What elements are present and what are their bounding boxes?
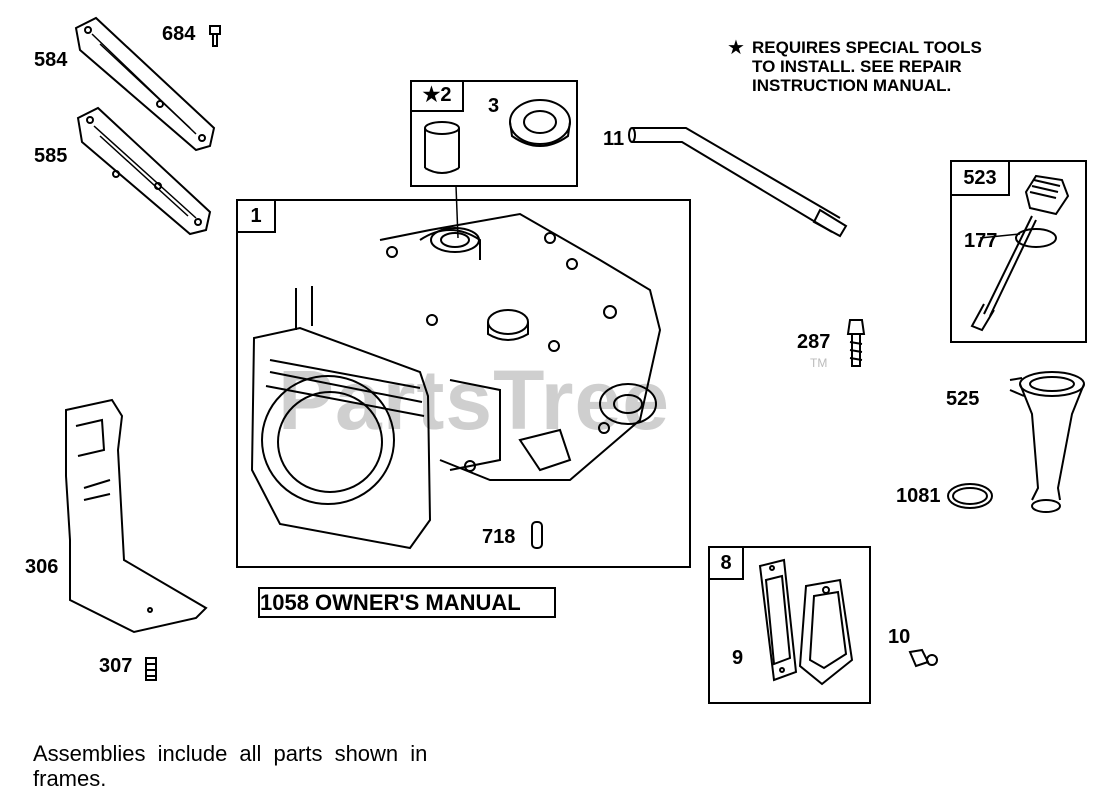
frame-bushing-bearing	[410, 80, 578, 187]
pin-718-drawing	[531, 521, 543, 549]
gasket-585-drawing	[76, 106, 212, 236]
screw-684-drawing	[209, 25, 221, 47]
part-label-306[interactable]: 306	[25, 556, 59, 578]
oil-fill-tube-525-drawing	[1009, 371, 1085, 513]
frame-cylinder-assembly	[236, 199, 691, 568]
part-label-684[interactable]: 684	[162, 23, 196, 45]
gasket-584-drawing	[74, 16, 216, 152]
breather-cover-drawing	[798, 578, 854, 686]
screw-307-drawing	[145, 657, 157, 681]
dipstick-tube-11-drawing	[628, 127, 848, 238]
note-line-2: TO INSTALL. SEE REPAIR	[752, 57, 962, 76]
part-label-10[interactable]: 10	[888, 626, 911, 648]
assemblies-footnote: Assemblies include all parts shown in fr…	[33, 741, 428, 791]
owners-manual-label[interactable]: 1058 OWNER'S MANUAL	[258, 587, 556, 618]
frame-dipstick	[950, 160, 1087, 343]
part-label-585[interactable]: 585	[34, 145, 68, 167]
part-label-3[interactable]: 3	[488, 95, 500, 117]
note-line-1: REQUIRES SPECIAL TOOLS	[752, 38, 982, 57]
dipstick-523-drawing	[970, 174, 1070, 332]
trademark-mark: TM	[810, 356, 828, 370]
part-label-584[interactable]: 584	[34, 49, 68, 71]
frame-label-2[interactable]: ★2	[410, 80, 464, 112]
frame-label-1[interactable]: 1	[236, 199, 276, 233]
part-label-11[interactable]: 11	[603, 128, 625, 150]
bracket-306-drawing	[65, 398, 208, 634]
frame-label-8[interactable]: 8	[708, 546, 744, 580]
cylinder-block-drawing	[250, 212, 662, 550]
part-label-525[interactable]: 525	[946, 388, 980, 410]
part-label-1081[interactable]: 1081	[896, 485, 941, 507]
special-tools-star-icon: ★	[727, 37, 745, 59]
part-label-9[interactable]: 9	[732, 647, 744, 669]
part-label-718[interactable]: 718	[482, 526, 516, 548]
bolt-287-drawing	[846, 319, 866, 367]
bearing-3-drawing	[509, 99, 571, 147]
part-label-287[interactable]: 287	[797, 331, 831, 353]
bushing-drawing	[424, 121, 460, 174]
gasket-9-drawing	[758, 558, 798, 682]
screw-10-drawing	[908, 648, 938, 668]
part-label-307[interactable]: 307	[99, 655, 133, 677]
note-line-3: INSTRUCTION MANUAL.	[752, 76, 952, 95]
special-tools-note: REQUIRES SPECIAL TOOLS TO INSTALL. SEE R…	[752, 38, 982, 95]
part-label-177[interactable]: 177	[964, 230, 998, 252]
o-ring-1081-drawing	[947, 483, 993, 509]
frame-breather	[708, 546, 871, 704]
frame-label-523[interactable]: 523	[950, 160, 1010, 196]
